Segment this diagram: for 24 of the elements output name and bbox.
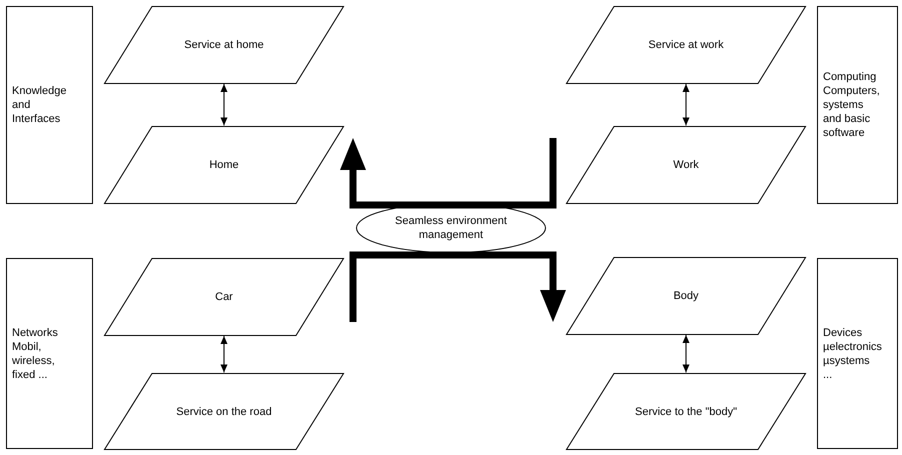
category-text: Mobil, wireless, fixed ... xyxy=(12,340,56,382)
category-heading: Networks xyxy=(12,326,59,340)
double-arrow xyxy=(220,84,228,126)
double-arrow xyxy=(220,336,228,373)
node-label: Car xyxy=(215,290,233,304)
thick-arrow xyxy=(350,252,566,322)
category-text: µelectronics xyxy=(823,340,881,354)
node-label: Service to the "body" xyxy=(635,404,737,418)
node-label: Seamless environment management xyxy=(394,214,508,242)
category-heading: Knowledge and Interfaces xyxy=(12,84,68,126)
node-label: Service at home xyxy=(184,38,264,52)
node-label: Service on the road xyxy=(176,404,272,418)
category-text: µsystems xyxy=(823,354,871,368)
double-arrow xyxy=(682,334,690,373)
node-label: Work xyxy=(673,158,699,172)
node-label: Service at work xyxy=(648,38,724,52)
thick-arrow xyxy=(340,138,556,208)
category-heading: Computing xyxy=(823,70,878,84)
category-text: Computers, systems and basic software xyxy=(823,84,881,140)
node-label: Body xyxy=(673,289,699,303)
category-text: ... xyxy=(823,368,834,382)
category-heading: Devices xyxy=(823,326,864,340)
double-arrow xyxy=(682,84,690,126)
node-label: Home xyxy=(209,158,239,172)
